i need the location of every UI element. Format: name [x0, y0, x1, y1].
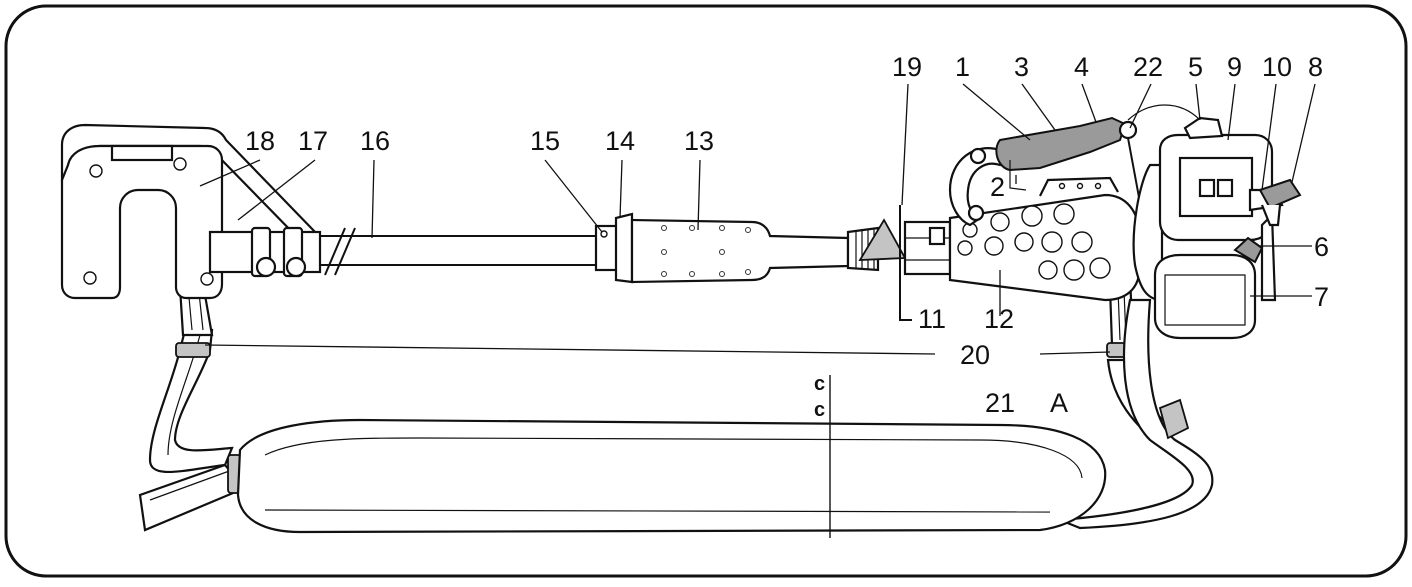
callout-13: 13 [684, 126, 714, 156]
callout-16: 16 [360, 126, 390, 156]
callout-A: A [1050, 388, 1068, 418]
engine-housing [948, 176, 1142, 302]
callout-11: 11 [918, 304, 946, 334]
callout-4: 4 [1074, 52, 1089, 82]
mark-c-upper: c [814, 373, 825, 395]
callout-5: 5 [1188, 52, 1203, 82]
callout-labels: 18 17 16 15 14 13 19 1 3 4 22 5 9 10 8 2… [245, 52, 1329, 421]
callout-21: 21 [985, 388, 1015, 418]
callout-7: 7 [1314, 282, 1329, 312]
callout-3: 3 [1014, 52, 1029, 82]
control-handle [948, 104, 1201, 236]
callout-1: 1 [955, 52, 970, 82]
callout-6: 6 [1314, 232, 1329, 262]
callout-17: 17 [298, 126, 328, 156]
callout-2: 2 [990, 172, 1005, 202]
callout-15: 15 [530, 126, 560, 156]
callout-22: 22 [1133, 52, 1163, 82]
callout-19: 19 [892, 52, 922, 82]
callout-10: 10 [1262, 52, 1292, 82]
callout-20: 20 [960, 340, 990, 370]
callout-12: 12 [984, 304, 1014, 334]
drive-shaft [320, 227, 596, 276]
callout-14: 14 [605, 126, 635, 156]
callout-8: 8 [1308, 52, 1323, 82]
mark-c-lower: c [814, 399, 825, 421]
engine-block [1132, 116, 1302, 340]
callout-18: 18 [245, 126, 275, 156]
cutting-head [60, 123, 322, 300]
callout-9: 9 [1227, 52, 1242, 82]
leader-lines [199, 83, 1316, 355]
